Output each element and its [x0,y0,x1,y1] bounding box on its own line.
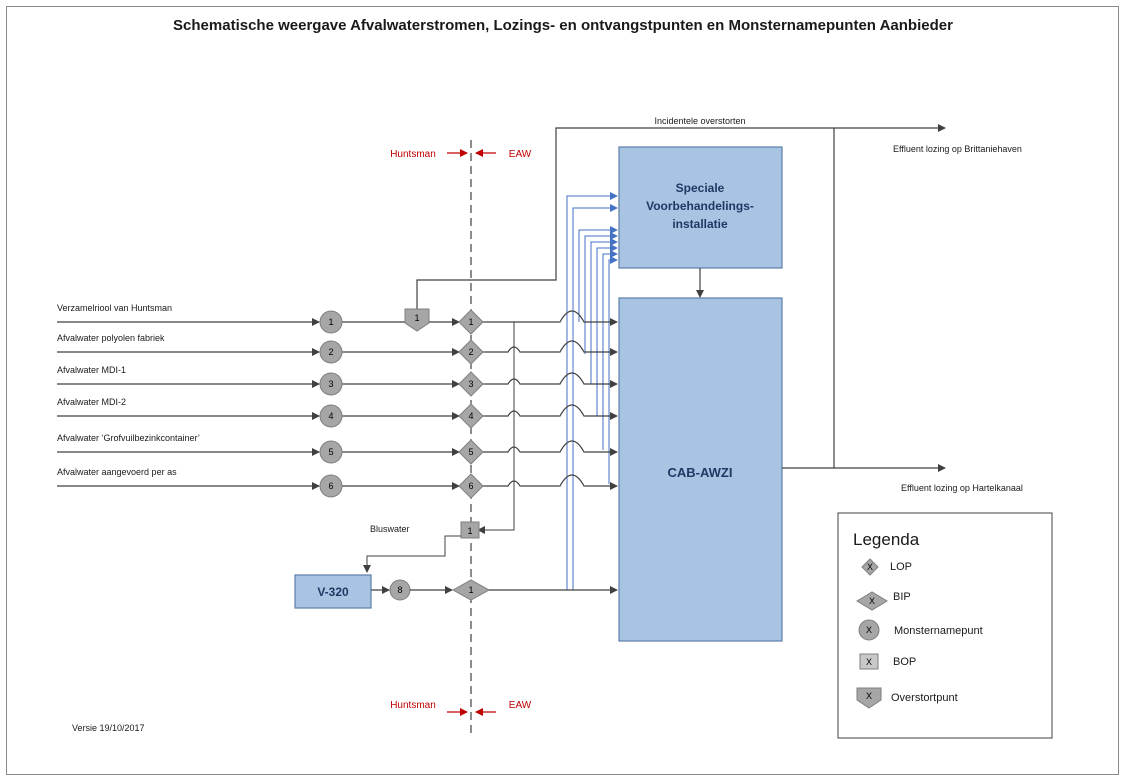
svg-text:6: 6 [468,481,473,491]
sample-point-1: 1 [319,310,343,334]
brittaniehaven-label: Effluent lozing op Brittaniehaven [893,144,1022,154]
svg-text:5: 5 [328,447,333,457]
boundary-right-label-bottom: EAW [509,700,532,711]
lop-4: 4 [458,403,484,429]
svg-text:2: 2 [328,347,333,357]
legend-bip: X BIP [856,591,911,611]
svg-text:1: 1 [328,317,333,327]
stream-1: Verzamelriool van Huntsman [57,303,618,326]
svg-text:4: 4 [468,411,473,421]
stream-label: Afvalwater MDI-1 [57,365,126,375]
svi-label-1: Speciale [676,181,725,195]
bop-marker: 1 [460,521,480,539]
svg-text:X: X [866,657,872,667]
svg-text:BOP: BOP [893,656,916,668]
sample-point-4: 4 [319,404,343,428]
bluswater-to-v320 [363,535,461,573]
bip-marker: 1 [451,579,491,601]
svg-text:Overstortpunt: Overstortpunt [891,692,958,704]
lop-2: 2 [458,339,484,365]
boundary-left-label-top: Huntsman [390,149,436,160]
stream-6: Afvalwater aangevoerd per as [57,467,618,490]
svg-text:3: 3 [328,379,333,389]
sample-point-2: 2 [319,340,343,364]
incidentele-label: Incidentele overstorten [654,116,745,126]
stream-label: Verzamelriool van Huntsman [57,303,172,313]
stream-5: Afvalwater ‘Grofvuilbezinkcontainer’ [57,433,618,456]
collector-to-bop [477,322,515,534]
diagram-frame [6,6,1119,775]
stream-label: Afvalwater ‘Grofvuilbezinkcontainer’ [57,433,200,443]
stream-4: Afvalwater MDI-2 [57,397,618,420]
svg-text:3: 3 [468,379,473,389]
legend-monsternamepunt: X Monsternamepunt [858,619,983,641]
svg-text:X: X [866,625,872,635]
bluswater-label: Bluswater [370,524,410,534]
svi-feed-lines [566,192,618,590]
boundary-left-label-bottom: Huntsman [390,700,436,711]
svi-label-2: Voorbehandelings- [646,199,754,213]
stream-label: Afvalwater polyolen fabriek [57,333,165,343]
svg-text:2: 2 [468,347,473,357]
stream-markers: 1 1 2 2 3 3 4 4 5 5 6 6 [319,309,484,499]
lop-1: 1 [458,309,484,335]
cab-awzi-box [618,297,783,642]
stream-label: Afvalwater MDI-2 [57,397,126,407]
stream-3: Afvalwater MDI-1 [57,365,618,388]
v320-label: V-320 [317,585,349,599]
svg-text:X: X [866,691,872,701]
legend-bop: X BOP [859,653,916,670]
legend-title: Legenda [853,530,920,549]
stream-label: Afvalwater aangevoerd per as [57,467,177,477]
overstort-line [416,124,946,311]
svg-text:LOP: LOP [890,561,912,573]
v320-sample-point: 8 [389,579,411,601]
hartelkanaal-label: Effluent lozing op Hartelkanaal [901,483,1023,493]
svg-text:Monsternamepunt: Monsternamepunt [894,625,983,637]
overstortpunt-marker: 1 [404,308,430,332]
sample-point-5: 5 [319,440,343,464]
lop-6: 6 [458,473,484,499]
cab-awzi-label: CAB-AWZI [668,465,733,480]
svi-box [618,146,783,269]
svg-text:BIP: BIP [893,591,911,603]
svg-text:1: 1 [467,526,472,536]
stream-2: Afvalwater polyolen fabriek [57,333,618,356]
svg-text:1: 1 [414,313,419,323]
svg-text:1: 1 [468,317,473,327]
legend-overstortpunt: X Overstortpunt [856,687,958,709]
legend-lop: X LOP [861,558,912,576]
svi-label-3: installatie [672,217,728,231]
svg-text:5: 5 [468,447,473,457]
v320-box [294,574,372,609]
svg-text:1: 1 [468,585,473,595]
sample-point-6: 6 [319,474,343,498]
svg-text:X: X [867,562,873,572]
svg-text:6: 6 [328,481,333,491]
svg-text:8: 8 [397,585,402,595]
svg-text:X: X [869,596,875,606]
boundary-right-label-top: EAW [509,149,532,160]
version-label: Versie 19/10/2017 [72,723,145,733]
lop-5: 5 [458,439,484,465]
svg-text:4: 4 [328,411,333,421]
sample-point-3: 3 [319,372,343,396]
lop-3: 3 [458,371,484,397]
diagram-title: Schematische weergave Afvalwaterstromen,… [173,17,953,34]
